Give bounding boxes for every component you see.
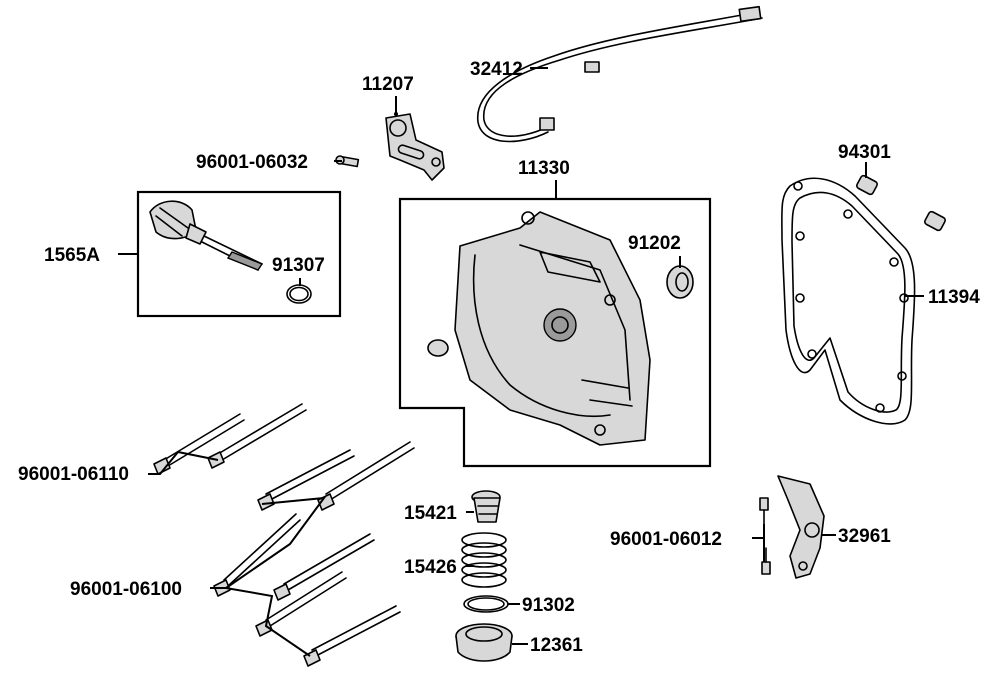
bolts-96001-06012	[759, 497, 771, 575]
label-11207: 11207	[362, 74, 414, 95]
bolts-96001-06100	[213, 441, 415, 667]
label-15426: 15426	[404, 557, 457, 578]
label-11330: 11330	[518, 158, 570, 179]
label-32961: 32961	[838, 526, 891, 547]
label-11394: 11394	[928, 287, 980, 308]
label-32412: 32412	[470, 59, 523, 80]
bracket-32961	[777, 475, 825, 579]
dipstick-1565A	[149, 200, 264, 271]
cable-32412	[477, 5, 763, 143]
label-94301: 94301	[838, 142, 891, 163]
label-91307: 91307	[272, 255, 325, 276]
bolts-96001-06110	[153, 403, 307, 475]
leader-96001-06100	[210, 496, 327, 657]
frame-11330	[398, 197, 712, 468]
label-96001-06100: 96001-06100	[70, 579, 182, 600]
oil-seal-91202	[666, 265, 694, 299]
bracket-11207	[385, 113, 445, 181]
strainer-15421	[471, 490, 501, 523]
label-1565A: 1565A	[44, 245, 100, 266]
o-ring-91302	[463, 595, 509, 613]
label-12361: 12361	[530, 635, 583, 656]
leader-96001-06012	[752, 524, 765, 562]
plug-12361	[455, 623, 513, 662]
o-ring-91307	[286, 284, 312, 304]
label-91202: 91202	[628, 233, 681, 254]
label-15421: 15421	[404, 503, 457, 524]
spring-15426	[461, 532, 507, 588]
crankcase-cover-11330	[427, 211, 651, 446]
label-91302: 91302	[522, 595, 575, 616]
label-96001-06032: 96001-06032	[196, 152, 308, 173]
gasket-11394	[781, 177, 916, 425]
label-96001-06110: 96001-06110	[18, 464, 129, 485]
leader-96001-06110	[148, 450, 219, 475]
label-96001-06012: 96001-06012	[610, 529, 722, 550]
dowel-pins-94301	[856, 174, 946, 232]
